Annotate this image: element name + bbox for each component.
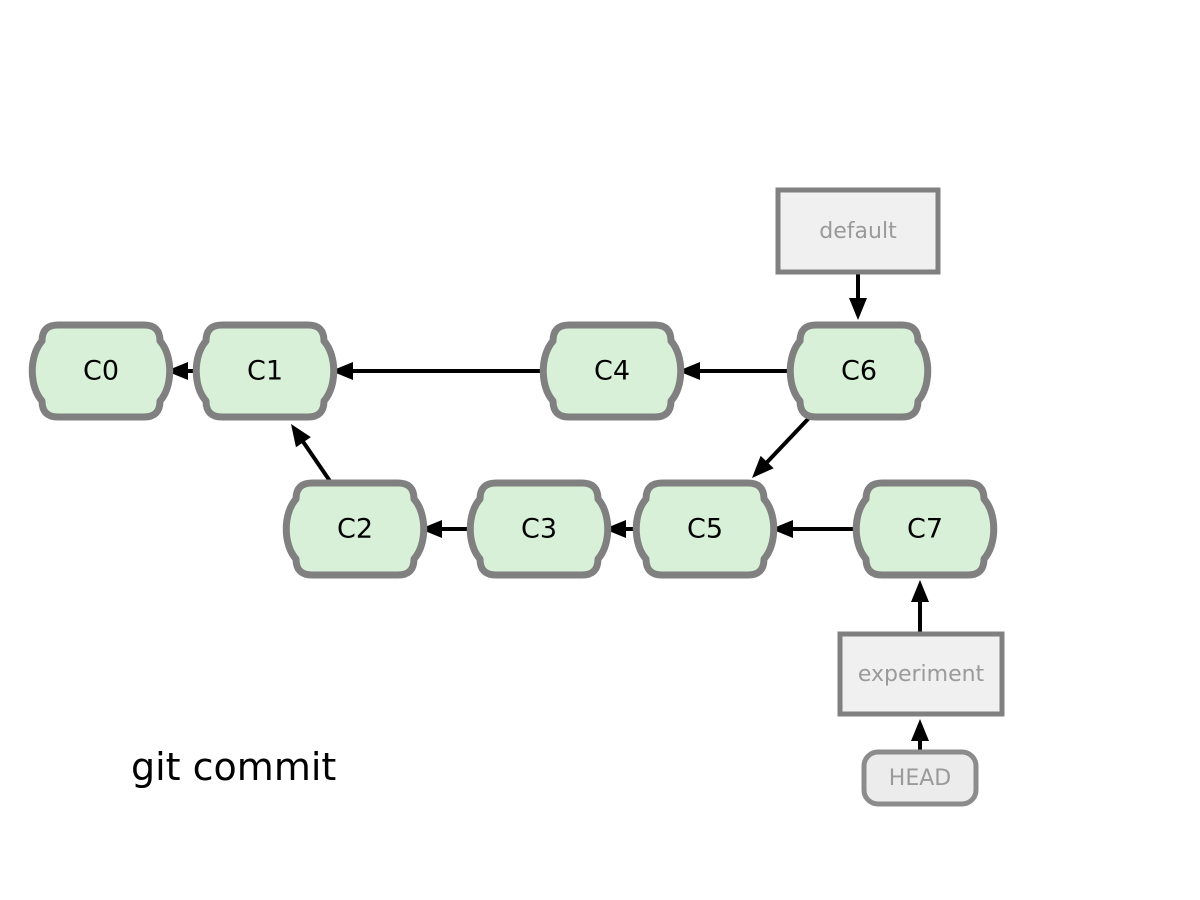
edge-experiment-to-c7 (911, 580, 929, 634)
commit-label: C5 (687, 514, 723, 545)
edge-c2-to-c1 (291, 424, 336, 489)
commit-shape (192, 321, 338, 421)
commit-label: C3 (521, 514, 557, 545)
arrowhead-icon (291, 424, 311, 448)
commit-shape (282, 479, 428, 579)
edge-c6-to-c4 (678, 362, 800, 380)
commit-label: C1 (247, 356, 283, 387)
arrowhead-icon (331, 362, 353, 380)
commit-shape (466, 479, 612, 579)
edge-c4-to-c1 (331, 362, 553, 380)
arrowhead-icon (166, 362, 188, 380)
arrowhead-icon (420, 520, 442, 538)
arrowhead-icon (771, 520, 793, 538)
commit-label: C6 (841, 356, 877, 387)
commit-node-c5[interactable]: C5 (632, 479, 778, 579)
edge-line (299, 437, 336, 489)
commit-label: C0 (83, 356, 119, 387)
arrowhead-icon (678, 362, 700, 380)
head-pointer[interactable]: HEAD (861, 749, 979, 807)
arrowhead-icon (752, 455, 774, 478)
ref-label-experiment[interactable]: experiment (837, 631, 1005, 717)
ref-box (837, 631, 1005, 717)
commit-node-c3[interactable]: C3 (466, 479, 612, 579)
commit-shape (852, 479, 998, 579)
commit-shape (28, 321, 174, 421)
commit-node-c1[interactable]: C1 (192, 321, 338, 421)
commit-shape (786, 321, 932, 421)
head-label-text: HEAD (889, 766, 951, 791)
commit-node-c0[interactable]: C0 (28, 321, 174, 421)
commit-shape (539, 321, 685, 421)
ref-box (775, 187, 941, 275)
edge-default-to-c6 (849, 272, 867, 320)
arrowhead-icon (604, 520, 626, 538)
commit-label: C7 (907, 514, 943, 545)
ref-label-text: default (819, 219, 897, 244)
arrowhead-icon (911, 580, 929, 602)
edge-c6-to-c5 (752, 416, 811, 478)
commit-node-c4[interactable]: C4 (539, 321, 685, 421)
commit-node-c2[interactable]: C2 (282, 479, 428, 579)
commit-label: C4 (594, 356, 630, 387)
arrowhead-icon (849, 298, 867, 320)
ref-label-text: experiment (858, 662, 985, 687)
caption-git-commit: git commit (131, 745, 336, 789)
commit-label: C2 (337, 514, 373, 545)
edge-head-to-experiment (911, 719, 929, 752)
commit-shape (632, 479, 778, 579)
edge-c7-to-c5 (771, 520, 866, 538)
commit-node-c7[interactable]: C7 (852, 479, 998, 579)
edge-line (762, 416, 811, 467)
head-box (861, 749, 979, 807)
arrowhead-icon (911, 719, 929, 741)
commit-node-c6[interactable]: C6 (786, 321, 932, 421)
ref-label-default[interactable]: default (775, 187, 941, 275)
